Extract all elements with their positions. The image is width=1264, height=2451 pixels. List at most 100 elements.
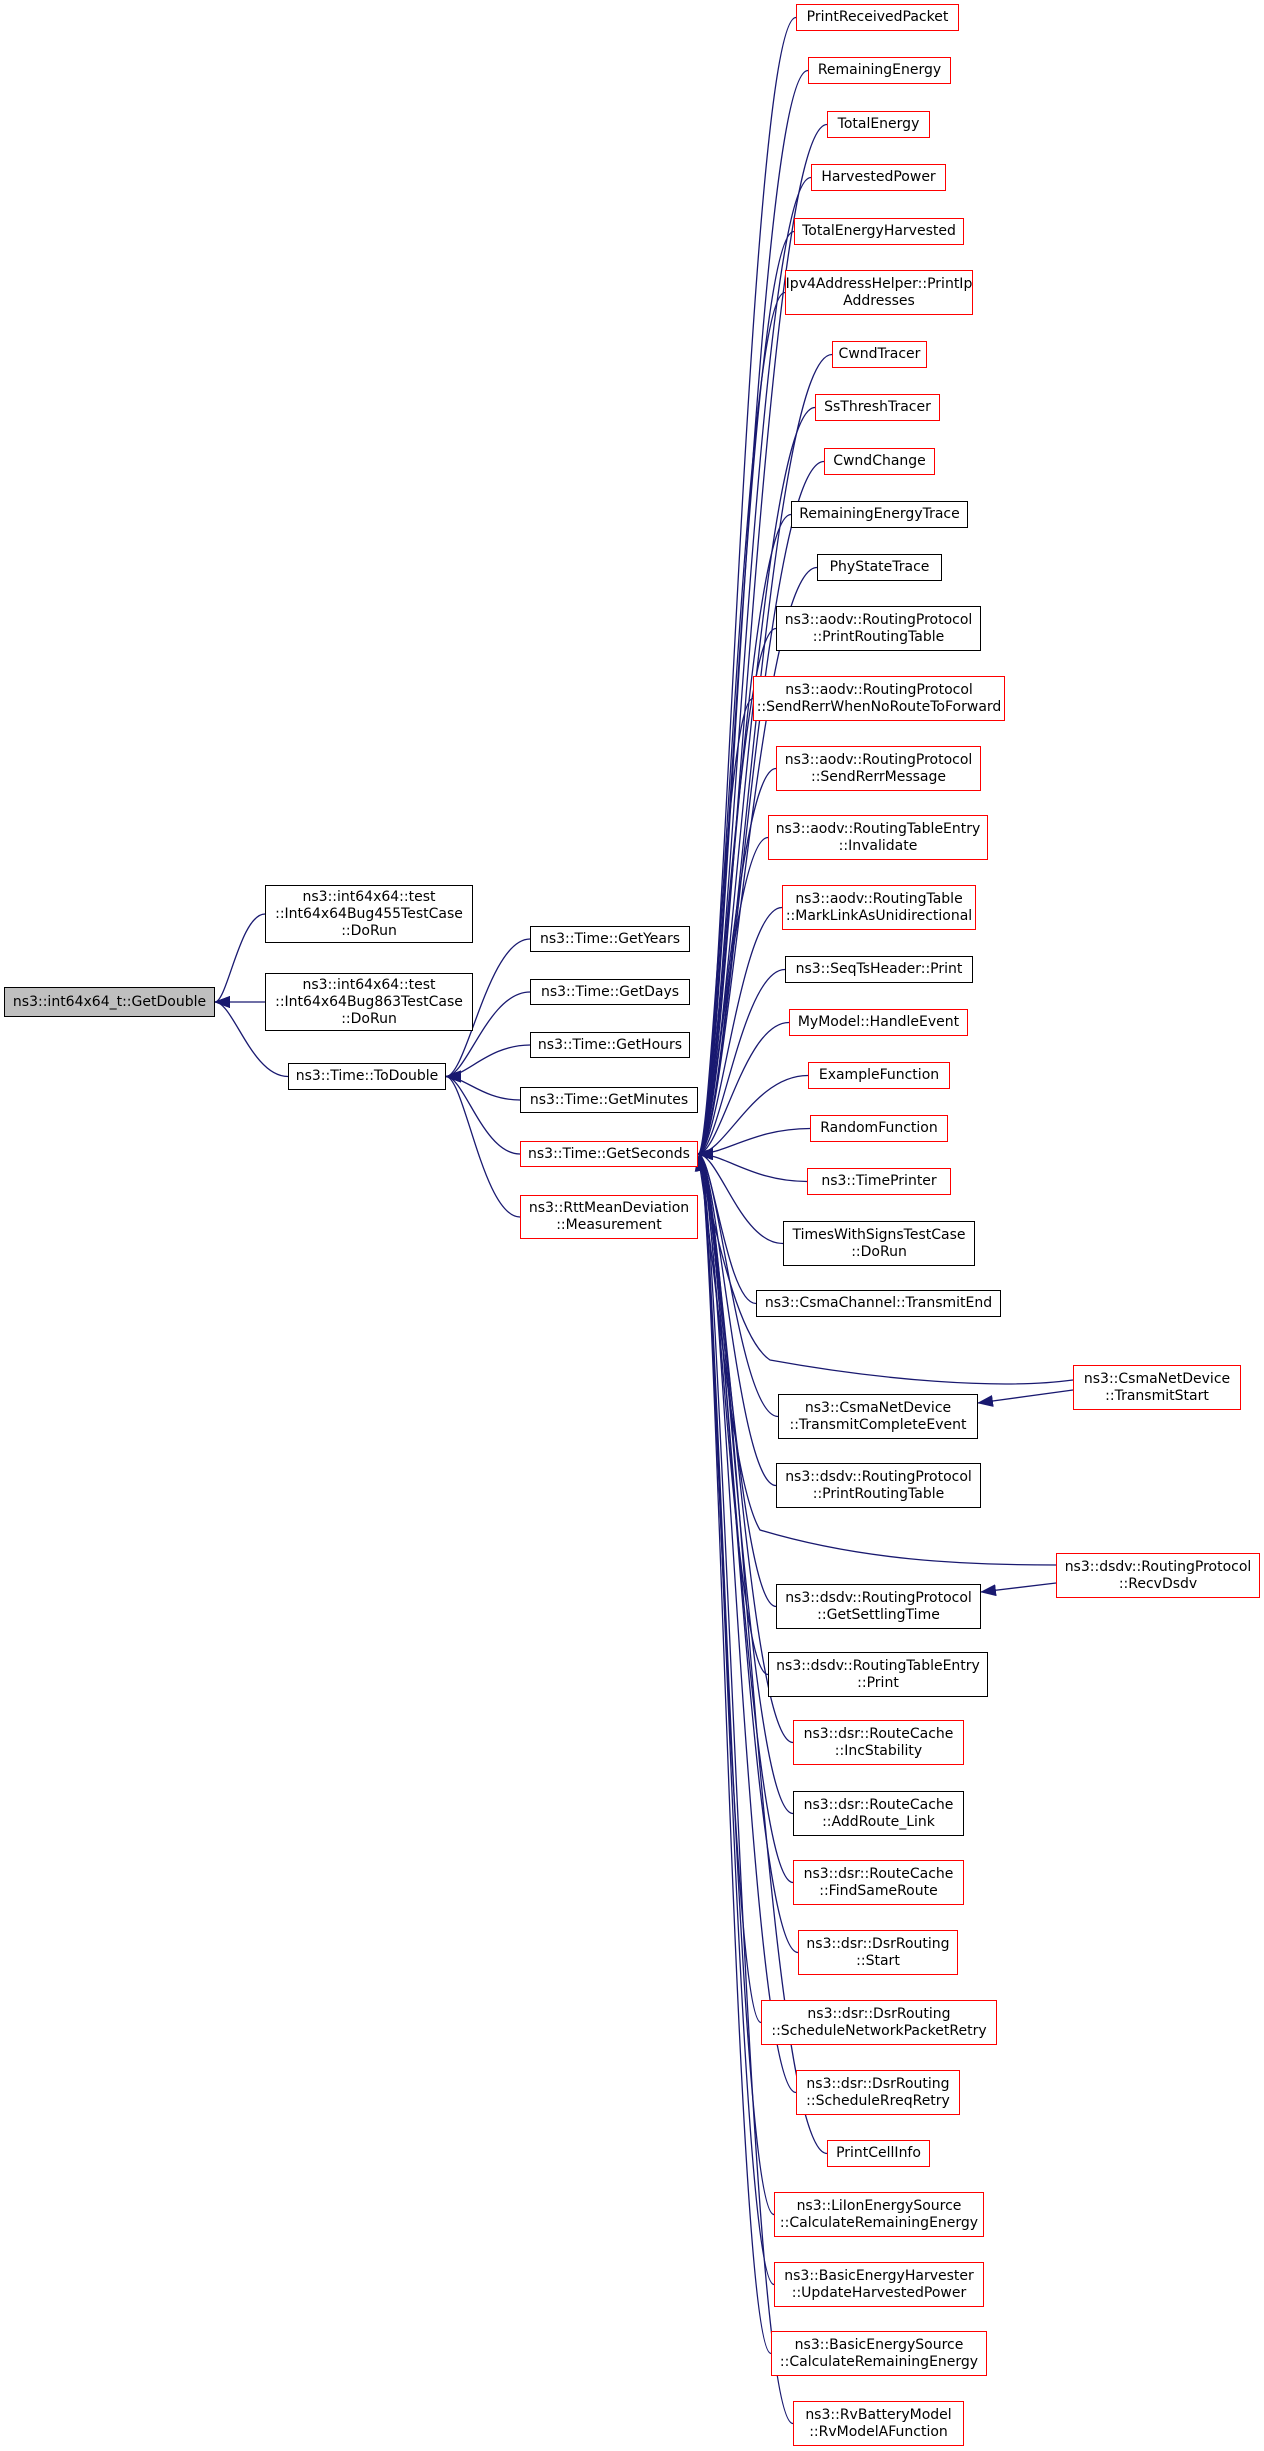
node-label: ::Int64x64Bug455TestCase xyxy=(275,905,463,922)
graph-node[interactable]: ns3::aodv::RoutingTableEntry::Invalidate xyxy=(768,815,988,860)
node-label: RandomFunction xyxy=(820,1120,938,1136)
node-label: ns3::CsmaNetDevice xyxy=(1083,1370,1231,1387)
node-label: ns3::CsmaNetDevice xyxy=(804,1399,952,1416)
node-label: PrintReceivedPacket xyxy=(806,9,949,25)
graph-node[interactable]: ns3::Time::GetSeconds xyxy=(520,1141,698,1167)
node-label: ::FindSameRoute xyxy=(819,1882,938,1899)
node-label: TotalEnergy xyxy=(837,116,920,132)
graph-node[interactable]: RemainingEnergy xyxy=(808,57,951,84)
graph-node[interactable]: ns3::LiIonEnergySource::CalculateRemaini… xyxy=(774,2192,984,2237)
graph-node[interactable]: CwndTracer xyxy=(832,341,927,368)
graph-node[interactable]: ExampleFunction xyxy=(808,1062,950,1089)
node-label: PrintCellInfo xyxy=(836,2145,921,2161)
node-label: PhyStateTrace xyxy=(829,559,930,575)
graph-node[interactable]: ns3::aodv::RoutingProtocol::SendRerrMess… xyxy=(776,746,981,791)
node-label: ::DoRun xyxy=(341,1010,397,1027)
call-edge xyxy=(697,968,786,1160)
node-label: ::IncStability xyxy=(834,1742,923,1759)
node-label: ns3::BasicEnergyHarvester xyxy=(784,2267,974,2284)
node-label: ::DoRun xyxy=(851,1243,907,1260)
graph-node[interactable]: CwndChange xyxy=(824,448,935,475)
graph-node[interactable]: ns3::dsr::RouteCache::FindSameRoute xyxy=(793,1860,964,1905)
graph-node[interactable]: ns3::dsr::DsrRouting::Start xyxy=(798,1930,958,1975)
node-label: ::DoRun xyxy=(341,922,397,939)
node-label: ::AddRoute_Link xyxy=(822,1813,935,1830)
node-label: ::TransmitCompleteEvent xyxy=(789,1416,967,1433)
graph-node[interactable]: TotalEnergyHarvested xyxy=(794,218,964,245)
call-edge xyxy=(694,1155,1057,1566)
graph-node[interactable]: ns3::dsr::DsrRouting::ScheduleNetworkPac… xyxy=(761,2000,997,2045)
graph-node[interactable]: TotalEnergy xyxy=(827,111,930,138)
call-edge xyxy=(980,1582,1057,1597)
graph-node[interactable]: PrintReceivedPacket xyxy=(796,4,959,31)
node-label: ns3::BasicEnergySource xyxy=(794,2336,964,2353)
call-edge xyxy=(697,1148,772,2355)
graph-node[interactable]: MyModel::HandleEvent xyxy=(789,1009,968,1036)
graph-node[interactable]: ns3::SeqTsHeader::Print xyxy=(785,956,973,983)
node-label: MyModel::HandleEvent xyxy=(797,1014,960,1030)
graph-node[interactable]: PrintCellInfo xyxy=(827,2140,930,2167)
node-label: ns3::LiIonEnergySource xyxy=(796,2197,962,2214)
node-label: ns3::Time::GetHours xyxy=(537,1036,683,1053)
node-label: Ipv4AddressHelper::PrintIp xyxy=(785,275,973,292)
node-label: ns3::dsdv::RoutingProtocol xyxy=(1064,1558,1252,1575)
node-label: ns3::aodv::RoutingProtocol xyxy=(785,681,973,698)
graph-node[interactable]: ns3::Time::GetHours xyxy=(530,1032,690,1058)
graph-node[interactable]: ns3::dsr::RouteCache::IncStability xyxy=(793,1720,964,1765)
graph-node[interactable]: RemainingEnergyTrace xyxy=(791,501,968,528)
graph-node[interactable]: ns3::CsmaNetDevice::TransmitCompleteEven… xyxy=(778,1394,978,1439)
graph-node[interactable]: ns3::Time::GetYears xyxy=(530,926,690,952)
graph-node[interactable]: ns3::BasicEnergySource::CalculateRemaini… xyxy=(771,2331,987,2376)
graph-node[interactable]: ns3::RttMeanDeviation::Measurement xyxy=(520,1195,698,1239)
graph-node[interactable]: ns3::RvBatteryModel::RvModelAFunction xyxy=(793,2401,964,2446)
graph-node[interactable]: ns3::dsr::RouteCache::AddRoute_Link xyxy=(793,1791,964,1836)
node-label: ns3::RvBatteryModel xyxy=(805,2406,952,2423)
node-label: ::CalculateRemainingEnergy xyxy=(779,2353,979,2370)
node-label: ::UpdateHarvestedPower xyxy=(791,2284,967,2301)
graph-node[interactable]: ns3::TimePrinter xyxy=(807,1168,951,1195)
node-label: ns3::RttMeanDeviation xyxy=(528,1200,690,1216)
node-label: ::ScheduleRreqRetry xyxy=(806,2092,950,2109)
graph-node[interactable]: ns3::aodv::RoutingProtocol::PrintRouting… xyxy=(776,606,981,651)
node-label: ns3::TimePrinter xyxy=(821,1173,937,1189)
graph-node[interactable]: ns3::Time::GetMinutes xyxy=(520,1087,698,1113)
graph-node[interactable]: ns3::dsdv::RoutingProtocol::GetSettlingT… xyxy=(776,1584,981,1629)
graph-node[interactable]: TimesWithSignsTestCase::DoRun xyxy=(783,1221,975,1266)
graph-node[interactable]: ns3::Time::GetDays xyxy=(530,979,690,1005)
graph-node[interactable]: ns3::dsdv::RoutingProtocol::PrintRouting… xyxy=(776,1463,981,1508)
node-label: ::PrintRoutingTable xyxy=(812,1485,945,1502)
node-label: ::SendRerrMessage xyxy=(810,768,947,785)
graph-node[interactable]: ns3::dsdv::RoutingTableEntry::Print xyxy=(768,1652,988,1697)
graph-node[interactable]: ns3::aodv::RoutingProtocol::SendRerrWhen… xyxy=(753,676,1005,721)
graph-node[interactable]: ns3::Time::ToDouble xyxy=(288,1063,446,1090)
graph-node[interactable]: SsThreshTracer xyxy=(815,394,940,421)
graph-node[interactable]: ns3::dsdv::RoutingProtocol::RecvDsdv xyxy=(1056,1553,1260,1598)
graph-node[interactable]: ns3::CsmaNetDevice::TransmitStart xyxy=(1073,1365,1241,1410)
call-edge xyxy=(697,566,818,1160)
node-label: TimesWithSignsTestCase xyxy=(792,1226,966,1243)
node-label: RemainingEnergy xyxy=(817,62,942,78)
node-label: ::MarkLinkAsUnidirectional xyxy=(785,907,973,924)
call-edge xyxy=(697,836,769,1160)
graph-node[interactable]: ns3::BasicEnergyHarvester::UpdateHarvest… xyxy=(774,2262,984,2307)
graph-node[interactable]: ns3::CsmaChannel::TransmitEnd xyxy=(756,1290,1001,1317)
graph-node[interactable]: PhyStateTrace xyxy=(817,554,942,581)
node-label: ::CalculateRemainingEnergy xyxy=(779,2214,979,2231)
node-label: ns3::dsdv::RoutingProtocol xyxy=(785,1468,972,1485)
node-label: ns3::aodv::RoutingTable xyxy=(795,890,963,907)
node-label: ns3::Time::GetSeconds xyxy=(528,1145,690,1162)
node-label: CwndChange xyxy=(833,453,926,469)
node-label: ns3::Time::ToDouble xyxy=(295,1068,439,1084)
node-label: CwndTracer xyxy=(838,346,921,362)
graph-node[interactable]: ns3::int64x64::test::Int64x64Bug863TestC… xyxy=(265,973,473,1031)
graph-node[interactable]: HarvestedPower xyxy=(811,164,946,191)
graph-node[interactable]: RandomFunction xyxy=(810,1115,948,1142)
graph-node[interactable]: ns3::dsr::DsrRouting::ScheduleRreqRetry xyxy=(796,2070,960,2115)
graph-node[interactable]: ns3::aodv::RoutingTable::MarkLinkAsUnidi… xyxy=(782,885,976,930)
node-label: ns3::Time::GetMinutes xyxy=(529,1091,689,1108)
graph-node[interactable]: ns3::int64x64::test::Int64x64Bug455TestC… xyxy=(265,885,473,943)
call-edge xyxy=(214,996,289,1078)
node-label: RemainingEnergyTrace xyxy=(799,506,960,522)
